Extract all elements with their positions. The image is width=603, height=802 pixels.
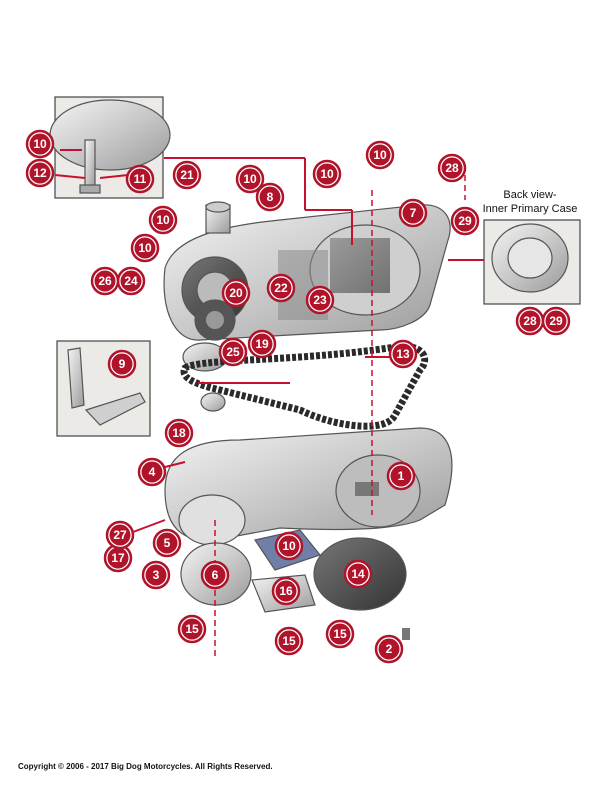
svg-text:7: 7: [410, 206, 417, 220]
callout-18: 18: [164, 418, 194, 448]
svg-text:6: 6: [212, 568, 219, 582]
callout-23: 23: [305, 285, 335, 315]
outer-primary-cover: [164, 427, 453, 546]
svg-text:28: 28: [445, 161, 459, 175]
svg-text:3: 3: [153, 568, 160, 582]
svg-text:18: 18: [172, 426, 186, 440]
callout-8: 8: [255, 182, 285, 212]
callout-16: 16: [271, 576, 301, 606]
svg-text:15: 15: [333, 627, 347, 641]
callout-10-gasket: 10: [274, 531, 304, 561]
svg-text:15: 15: [185, 622, 199, 636]
callout-10-case-left: 10: [148, 205, 178, 235]
callout-6: 6: [200, 560, 230, 590]
callout-17: 17: [103, 543, 133, 573]
callout-10-case-upper: 10: [235, 164, 265, 194]
inset-chain-tensioner: [56, 340, 151, 437]
svg-text:19: 19: [255, 337, 269, 351]
svg-text:25: 25: [226, 345, 240, 359]
inset-inner-primary-back-view: Back view- Inner Primary Case: [483, 189, 581, 305]
callout-28-inset: 28: [515, 306, 545, 336]
svg-text:15: 15: [282, 634, 296, 648]
callout-10-top-a: 10: [312, 159, 342, 189]
svg-text:8: 8: [267, 190, 274, 204]
callout-29-inset: 29: [541, 306, 571, 336]
callout-10-top-b: 10: [365, 140, 395, 170]
callout-10-sprocket: 10: [130, 233, 160, 263]
svg-text:17: 17: [111, 551, 125, 565]
svg-text:4: 4: [149, 465, 156, 479]
callout-15-left: 15: [177, 614, 207, 644]
svg-text:28: 28: [523, 314, 537, 328]
svg-text:10: 10: [33, 137, 47, 151]
svg-text:13: 13: [396, 347, 410, 361]
svg-text:29: 29: [549, 314, 563, 328]
svg-text:24: 24: [124, 274, 138, 288]
svg-text:27: 27: [113, 528, 127, 542]
callout-11: 11: [125, 164, 155, 194]
callout-22: 22: [266, 273, 296, 303]
svg-text:10: 10: [156, 213, 170, 227]
callout-4: 4: [137, 457, 167, 487]
svg-text:22: 22: [274, 281, 288, 295]
callout-12: 12: [25, 158, 55, 188]
callout-28-top: 28: [437, 153, 467, 183]
callout-25: 25: [218, 337, 248, 367]
callout-15-mid: 15: [274, 626, 304, 656]
inset-label-line1: Back view-: [503, 189, 557, 201]
svg-text:26: 26: [98, 274, 112, 288]
svg-text:12: 12: [33, 166, 47, 180]
svg-text:2: 2: [386, 642, 393, 656]
svg-text:14: 14: [351, 567, 365, 581]
callout-14: 14: [343, 559, 373, 589]
svg-text:11: 11: [134, 172, 147, 186]
svg-text:20: 20: [229, 286, 243, 300]
callout-1: 1: [386, 461, 416, 491]
svg-text:16: 16: [279, 584, 293, 598]
primary-chain: [180, 342, 429, 430]
callout-26: 26: [90, 266, 120, 296]
callout-9: 9: [107, 349, 137, 379]
callout-19: 19: [247, 329, 277, 359]
callouts: 1 2 3 4 5 6 7 8 9 10 10 10 10 10 10 10 1…: [25, 129, 571, 664]
copyright-notice: Copyright © 2006 - 2017 Big Dog Motorcyc…: [18, 762, 273, 771]
callout-21: 21: [172, 160, 202, 190]
svg-text:10: 10: [282, 539, 296, 553]
inset-label-line2: Inner Primary Case: [483, 203, 578, 215]
callout-24: 24: [116, 266, 146, 296]
svg-text:21: 21: [180, 168, 194, 182]
callout-10-inset: 10: [25, 129, 55, 159]
callout-2: 2: [374, 634, 404, 664]
callout-13: 13: [388, 339, 418, 369]
svg-text:1: 1: [398, 469, 405, 483]
svg-text:10: 10: [138, 241, 152, 255]
svg-text:10: 10: [320, 167, 334, 181]
svg-text:10: 10: [243, 172, 257, 186]
callout-3: 3: [141, 560, 171, 590]
callout-20: 20: [221, 278, 251, 308]
leader-lines: [54, 149, 484, 660]
svg-text:10: 10: [373, 148, 387, 162]
svg-text:9: 9: [119, 357, 126, 371]
svg-text:23: 23: [313, 293, 327, 307]
svg-text:29: 29: [458, 214, 472, 228]
callout-5: 5: [152, 528, 182, 558]
callout-7: 7: [398, 198, 428, 228]
inset-bolt-detail: [49, 96, 171, 199]
callout-29-top: 29: [450, 206, 480, 236]
callout-15-right: 15: [325, 619, 355, 649]
svg-text:5: 5: [164, 536, 171, 550]
callout-27: 27: [105, 520, 135, 550]
